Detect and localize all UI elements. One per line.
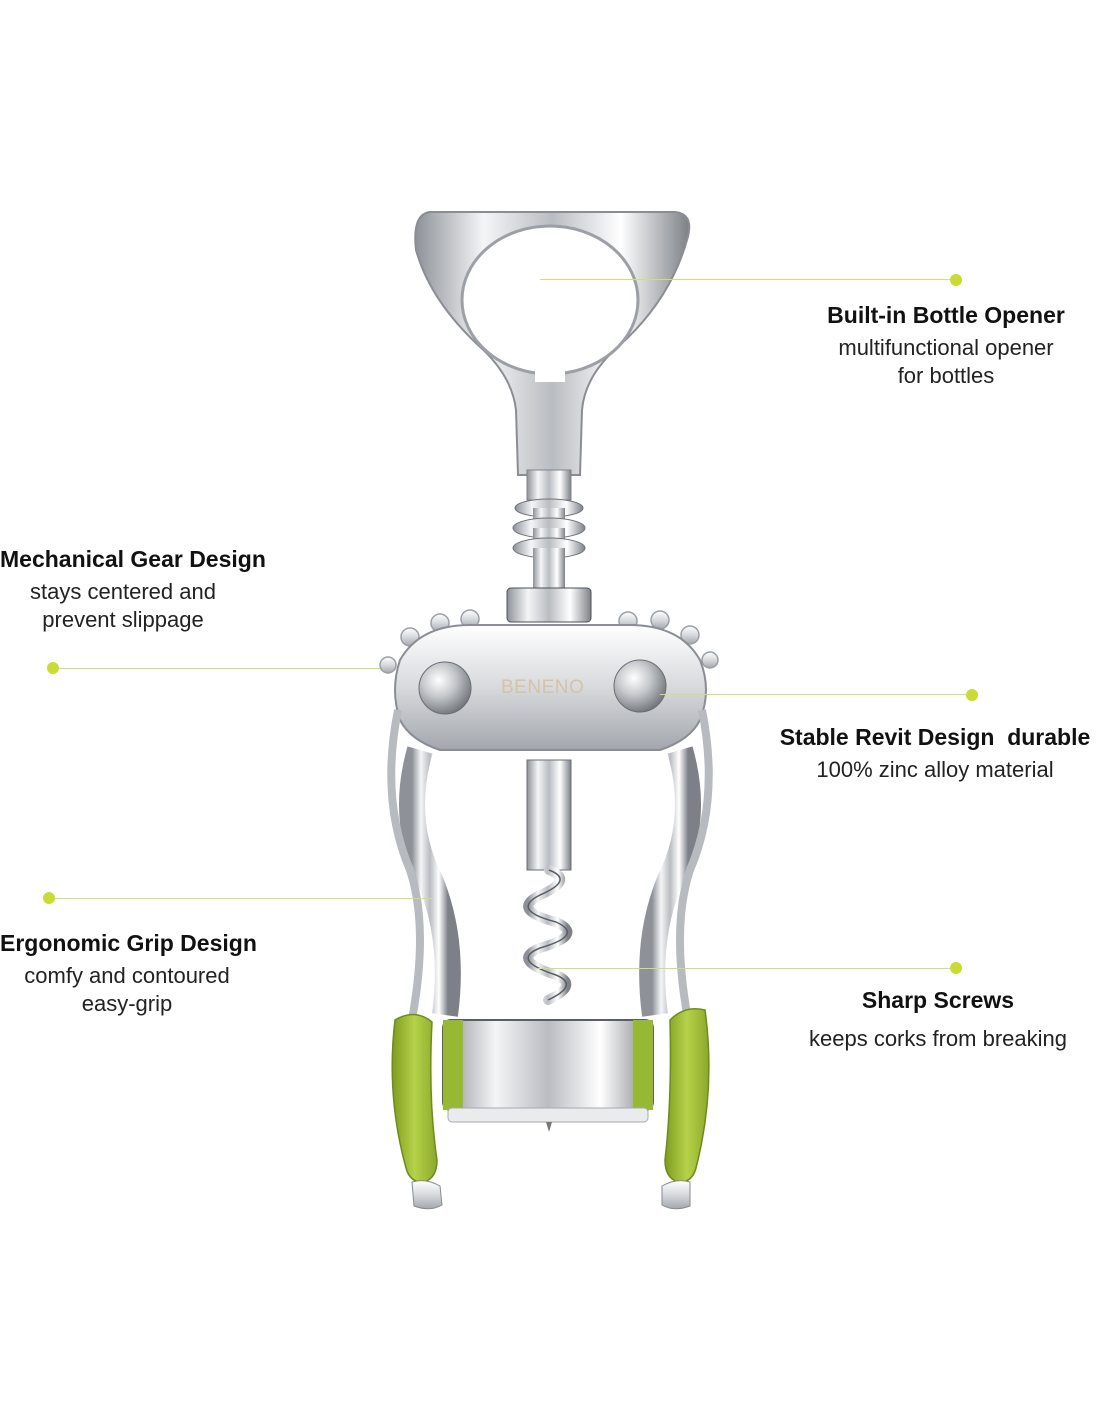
callout-grip: Ergonomic Grip Design comfy and contoure… — [0, 928, 268, 1018]
threaded-neck — [506, 469, 592, 623]
bottle-opener-head — [414, 211, 691, 476]
gear-body — [394, 624, 707, 751]
callout-bottle-opener: Built-in Bottle Opener multifunctional o… — [800, 300, 1092, 390]
callout-dot-rivet — [966, 689, 978, 701]
callout-screws: Sharp Screws keeps corks from breaking — [790, 985, 1086, 1053]
callout-gear: Mechanical Gear Design stays centered an… — [0, 544, 282, 634]
leader-line-screws — [538, 968, 952, 969]
callout-title: Ergonomic Grip Design — [0, 930, 257, 956]
callout-dot-bottle-opener — [950, 274, 962, 286]
callout-dot-grip — [43, 892, 55, 904]
callout-description: keeps corks from breaking — [809, 1026, 1067, 1051]
callout-title: Sharp Screws — [861, 987, 1015, 1013]
leader-line-bottle-opener — [540, 279, 954, 280]
corkscrew-worm — [523, 759, 573, 1005]
callout-description: 100% zinc alloy material — [816, 757, 1054, 782]
brand-logo-text: BENENO — [501, 677, 585, 698]
callout-dot-screws — [950, 962, 962, 974]
leader-line-rivet — [660, 694, 970, 695]
frame-sides — [387, 709, 713, 1031]
callout-dot-gear — [47, 662, 59, 674]
callout-rivet: Stable Revit Design durable 100% zinc al… — [770, 722, 1100, 784]
callout-description: stays centered and prevent slippage — [30, 579, 216, 632]
callout-description: comfy and contoured easy-grip — [24, 963, 230, 1016]
callout-title: Mechanical Gear Design — [0, 546, 266, 572]
base-collar — [442, 1019, 654, 1132]
leader-line-gear — [56, 668, 380, 669]
callout-title: Stable Revit Design durable — [779, 724, 1091, 750]
grip-handles — [391, 1008, 710, 1210]
callout-description: multifunctional opener for bottles — [838, 335, 1054, 388]
callout-title: Built-in Bottle Opener — [827, 302, 1065, 328]
leader-line-grip — [52, 898, 432, 899]
